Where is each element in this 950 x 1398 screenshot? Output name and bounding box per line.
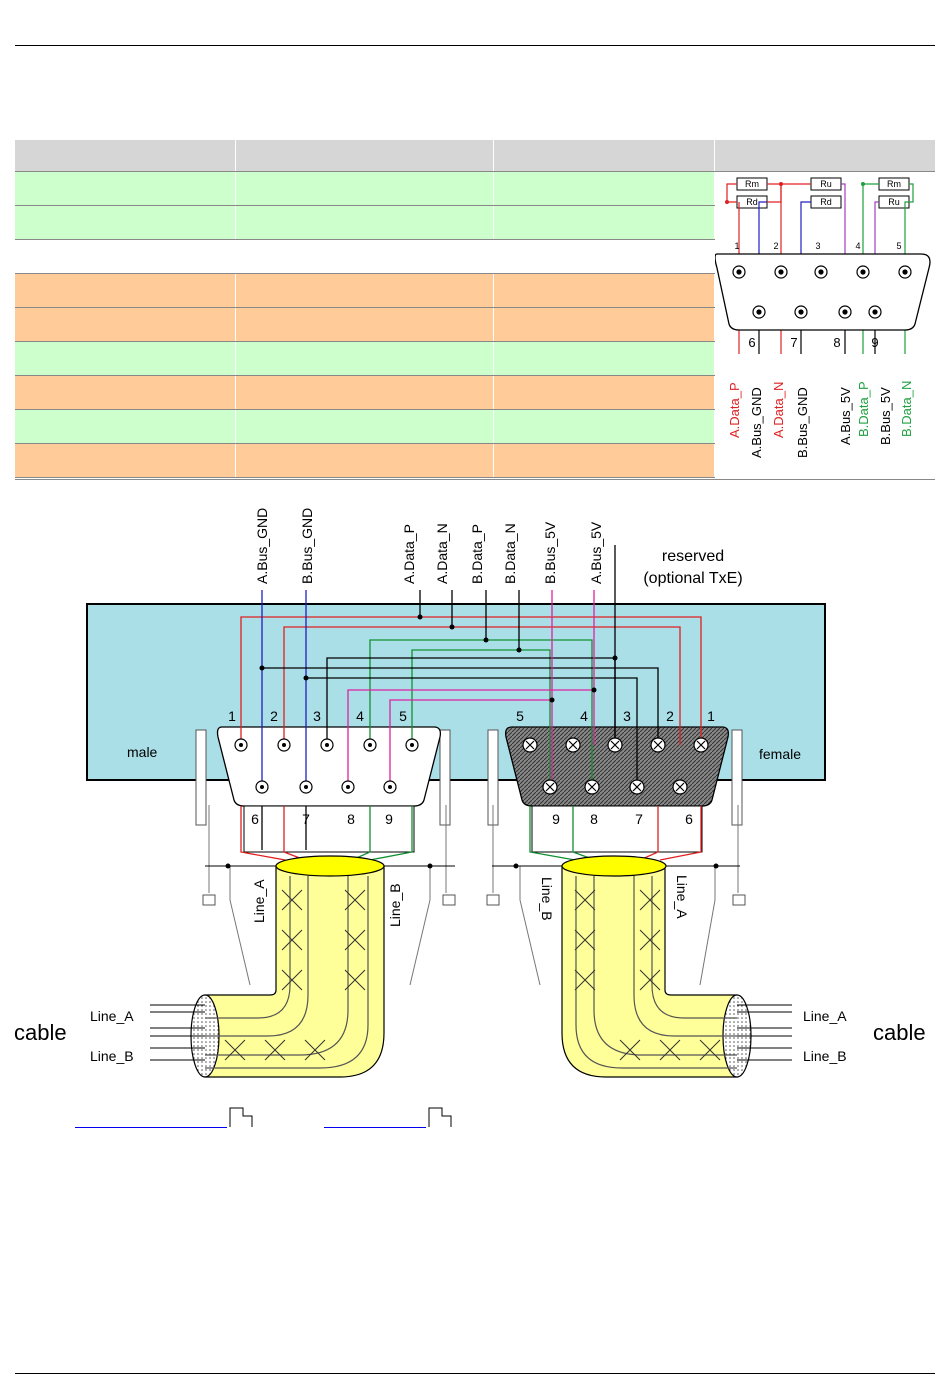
resistor-label: Rm <box>887 179 901 189</box>
reference-link[interactable] <box>324 1127 426 1128</box>
left-cable <box>204 865 385 1078</box>
resistor-label: Rd <box>820 197 832 207</box>
reference-link[interactable] <box>75 1127 227 1128</box>
header-cell <box>15 140 237 172</box>
resistor-label: Rd <box>746 197 758 207</box>
cable-label: cable <box>14 1020 67 1045</box>
header-cell <box>493 140 716 172</box>
table-row <box>15 171 716 206</box>
dsub-pinout-diagram: Rm Rd Ru Rd Rm Ru 1 2 3 4 5 <box>715 177 931 458</box>
pin-number: 4 <box>580 708 588 724</box>
pin-number: 3 <box>815 241 820 251</box>
signal-label: A.Data_N <box>771 382 786 438</box>
pin-number: 4 <box>356 708 364 724</box>
cable-wiring-diagram: A.Bus_GND B.Bus_GND A.Data_P A.Data_N B.… <box>14 508 926 1078</box>
signal-label: A.Bus_GND <box>749 387 764 458</box>
signal-label: B.Bus_5V <box>542 521 558 584</box>
table-row <box>15 273 716 308</box>
signal-label: A.Bus_5V <box>588 521 604 584</box>
pin-number: 8 <box>347 811 355 827</box>
resistor-label: Ru <box>820 179 832 189</box>
dsub-shell <box>715 253 931 331</box>
resistor-label: Ru <box>888 197 900 207</box>
pin-number: 3 <box>313 708 321 724</box>
pin-number: 8 <box>833 335 840 350</box>
pin-number: 2 <box>270 708 278 724</box>
pin-number: 4 <box>855 241 860 251</box>
signal-label: A.Data_P <box>727 382 742 438</box>
pin-number: 1 <box>707 708 715 724</box>
line-a-label: Line_A <box>674 875 690 919</box>
line-b-label: Line_B <box>803 1048 847 1064</box>
pin-number: 6 <box>685 811 693 827</box>
pin-number: 2 <box>773 241 778 251</box>
pin-number: 3 <box>623 708 631 724</box>
line-b-label: Line_B <box>539 877 555 921</box>
external-link-icon <box>428 1107 452 1127</box>
pin-assignment-table <box>15 140 716 478</box>
pin-number: 1 <box>734 241 739 251</box>
signal-label: A.Data_N <box>434 523 450 584</box>
pin-number: 8 <box>590 811 598 827</box>
line-a-label: Line_A <box>803 1008 847 1024</box>
pin-number: 9 <box>871 335 878 350</box>
table-row <box>15 307 716 342</box>
signal-label: B.Bus_5V <box>878 387 893 445</box>
pin-number: 9 <box>552 811 560 827</box>
male-label: male <box>127 744 158 760</box>
signal-label: B.Bus_GND <box>795 387 810 458</box>
table-row <box>15 205 716 240</box>
table-row <box>15 341 716 376</box>
table-row <box>15 239 716 274</box>
top-rule <box>15 45 935 46</box>
pin-number: 7 <box>635 811 643 827</box>
signal-label: A.Data_P <box>401 524 417 584</box>
table-header-right <box>715 140 935 172</box>
header-cell <box>235 140 494 172</box>
cable-label: cable <box>873 1020 926 1045</box>
resistor-label: Rm <box>745 179 759 189</box>
reserved-note: (optional TxE) <box>643 570 742 587</box>
pin-number: 6 <box>251 811 259 827</box>
line-a-label: Line_A <box>251 879 267 923</box>
pin-number: 2 <box>666 708 674 724</box>
line-b-label: Line_B <box>387 883 403 927</box>
signal-label: A.Bus_5V <box>838 387 853 445</box>
table-row <box>15 443 716 478</box>
reserved-label: reserved <box>662 548 724 565</box>
table-bottom-rule <box>15 479 935 480</box>
table-row <box>15 409 716 444</box>
signal-label: B.Bus_GND <box>299 508 315 584</box>
bottom-rule <box>15 1373 935 1374</box>
right-cable <box>561 865 738 1078</box>
signal-label: B.Data_N <box>899 381 914 437</box>
pin-number: 5 <box>896 241 901 251</box>
signal-label: B.Data_P <box>856 381 871 437</box>
table-header-row <box>15 140 716 172</box>
female-label: female <box>759 746 801 762</box>
line-a-label: Line_A <box>90 1008 134 1024</box>
pin-number: 1 <box>228 708 236 724</box>
signal-label: A.Bus_GND <box>254 508 270 584</box>
pin-number: 9 <box>385 811 393 827</box>
signal-label: B.Data_N <box>502 523 518 584</box>
external-link-icon <box>229 1107 253 1127</box>
pin-number: 5 <box>399 708 407 724</box>
signal-label: B.Data_P <box>469 524 485 584</box>
pin-number: 7 <box>790 335 797 350</box>
table-row <box>15 375 716 410</box>
pin-number: 6 <box>748 335 755 350</box>
line-b-label: Line_B <box>90 1048 134 1064</box>
pin-number: 5 <box>516 708 524 724</box>
